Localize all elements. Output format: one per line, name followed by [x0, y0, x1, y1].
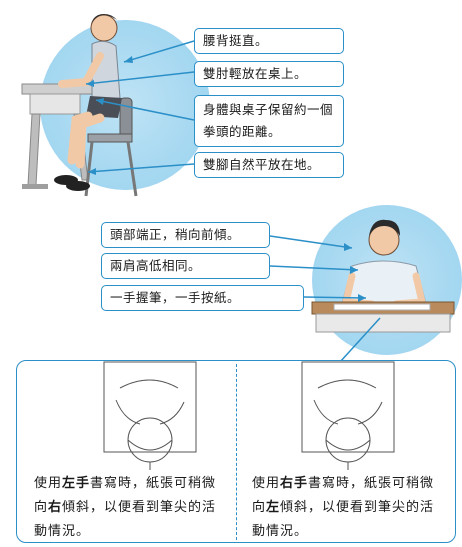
caption-left-hand: 使用左手書寫時，紙張可稍微向右傾斜，以便看到筆尖的活動情況。: [34, 472, 230, 544]
caption-left-hand-word: 左手: [62, 476, 91, 491]
left-hand-top-view: [103, 361, 197, 470]
label-feet-flat: 雙腳自然平放在地。: [194, 152, 344, 178]
front-view-illustration: [311, 219, 455, 333]
caption-right-p3: 傾斜，以便看到筆尖的活動情況。: [252, 500, 435, 539]
caption-left-p2: 書寫時，紙張可稍微向: [34, 476, 217, 515]
label-elbows-on-desk: 雙肘輕放在桌上。: [194, 61, 344, 87]
label-shoulders-level: 兩肩高低相同。: [101, 253, 270, 279]
caption-left-p3: 傾斜，以便看到筆尖的活動情況。: [34, 500, 217, 539]
caption-left-direction: 右: [48, 500, 63, 515]
caption-right-hand: 使用右手書寫時，紙張可稍微向左傾斜，以便看到筆尖的活動情況。: [252, 472, 448, 544]
right-hand-top-view: [301, 361, 395, 470]
caption-right-direction: 左: [266, 500, 281, 515]
caption-right-p1: 使用: [252, 476, 281, 491]
label-head-upright: 頭部端正，稍向前傾。: [101, 222, 270, 248]
panel-divider: [236, 364, 237, 540]
caption-right-hand-word: 右手: [280, 476, 309, 491]
caption-right-p2: 書寫時，紙張可稍微向: [252, 476, 435, 515]
label-hold-pen: 一手握筆，一手按紙。: [101, 285, 304, 311]
side-view-illustration: [21, 14, 138, 197]
label-body-distance: 身體與桌子保留約一個拳頭的距離。: [194, 95, 344, 147]
label-back-straight: 腰背挺直。: [194, 28, 344, 54]
caption-left-p1: 使用: [34, 476, 63, 491]
